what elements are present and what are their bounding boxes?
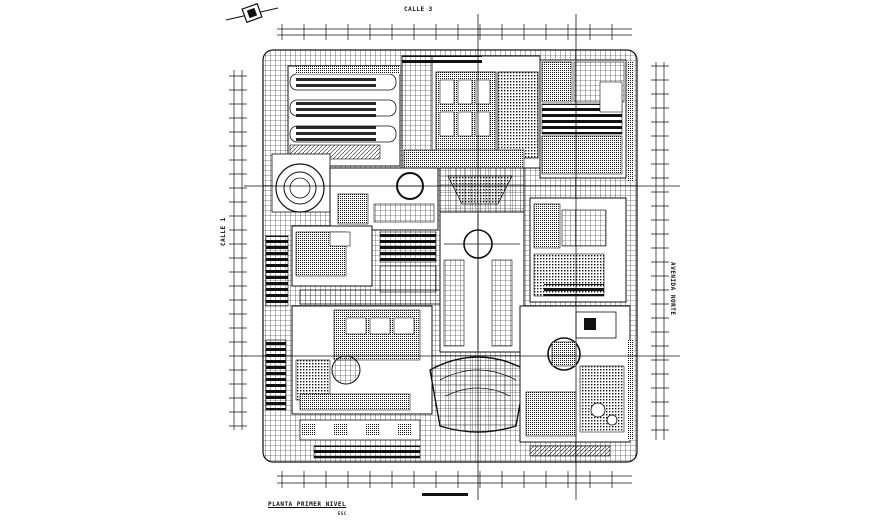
right-dimension-line: [651, 62, 669, 440]
bottom-row: [299, 419, 611, 459]
center-west-block: [329, 167, 439, 231]
upper-center-block: [401, 55, 541, 169]
street-label-top: CALLE 3: [404, 6, 433, 13]
lower-right-block: [519, 305, 631, 443]
plan-scale: ESC: [338, 511, 347, 516]
street-label-right: AVENIDA NORTE: [669, 262, 676, 316]
top-dimension-line: [277, 24, 632, 40]
axis-lines: [244, 14, 680, 500]
left-dimension-line: [229, 70, 247, 430]
plan-title: PLANTA PRIMER NIVEL: [268, 501, 347, 508]
right-side-strips: [628, 62, 634, 440]
lower-left-block: [265, 305, 433, 415]
parking-area: [287, 65, 401, 167]
ramp-circle: [271, 153, 331, 213]
right-mid-block: [529, 197, 627, 303]
street-label-left: CALLE 1: [220, 217, 227, 246]
scale-bar: [422, 493, 468, 496]
left-mid-block: [265, 225, 441, 307]
north-arrow-icon: [225, 2, 279, 24]
bottom-dimension-line: [277, 471, 632, 488]
upper-right-block: [539, 59, 627, 179]
